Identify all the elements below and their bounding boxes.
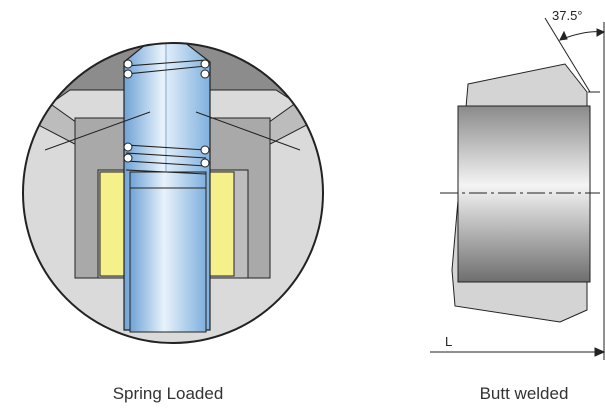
port-lines (44, 111, 301, 151)
angle-label: 37.5° (552, 8, 583, 23)
detail-circle-outline (22, 42, 324, 344)
stem-lower (129, 171, 207, 333)
length-label: L (445, 334, 452, 349)
seal-insert-left (99, 171, 127, 277)
caption-butt-welded: Butt welded (480, 384, 569, 403)
butt-welded-figure: 37.5° L Butt welded (430, 8, 605, 403)
spring-wire-sections (123, 59, 210, 168)
spring-coils (125, 59, 207, 175)
pipe (457, 105, 591, 283)
caption-spring-loaded: Spring Loaded (113, 384, 224, 403)
angle-dimension (544, 17, 605, 360)
spring-loaded-figure: Spring Loaded (22, 42, 324, 403)
length-dimension (430, 347, 605, 357)
seal-insert-right (207, 171, 235, 277)
